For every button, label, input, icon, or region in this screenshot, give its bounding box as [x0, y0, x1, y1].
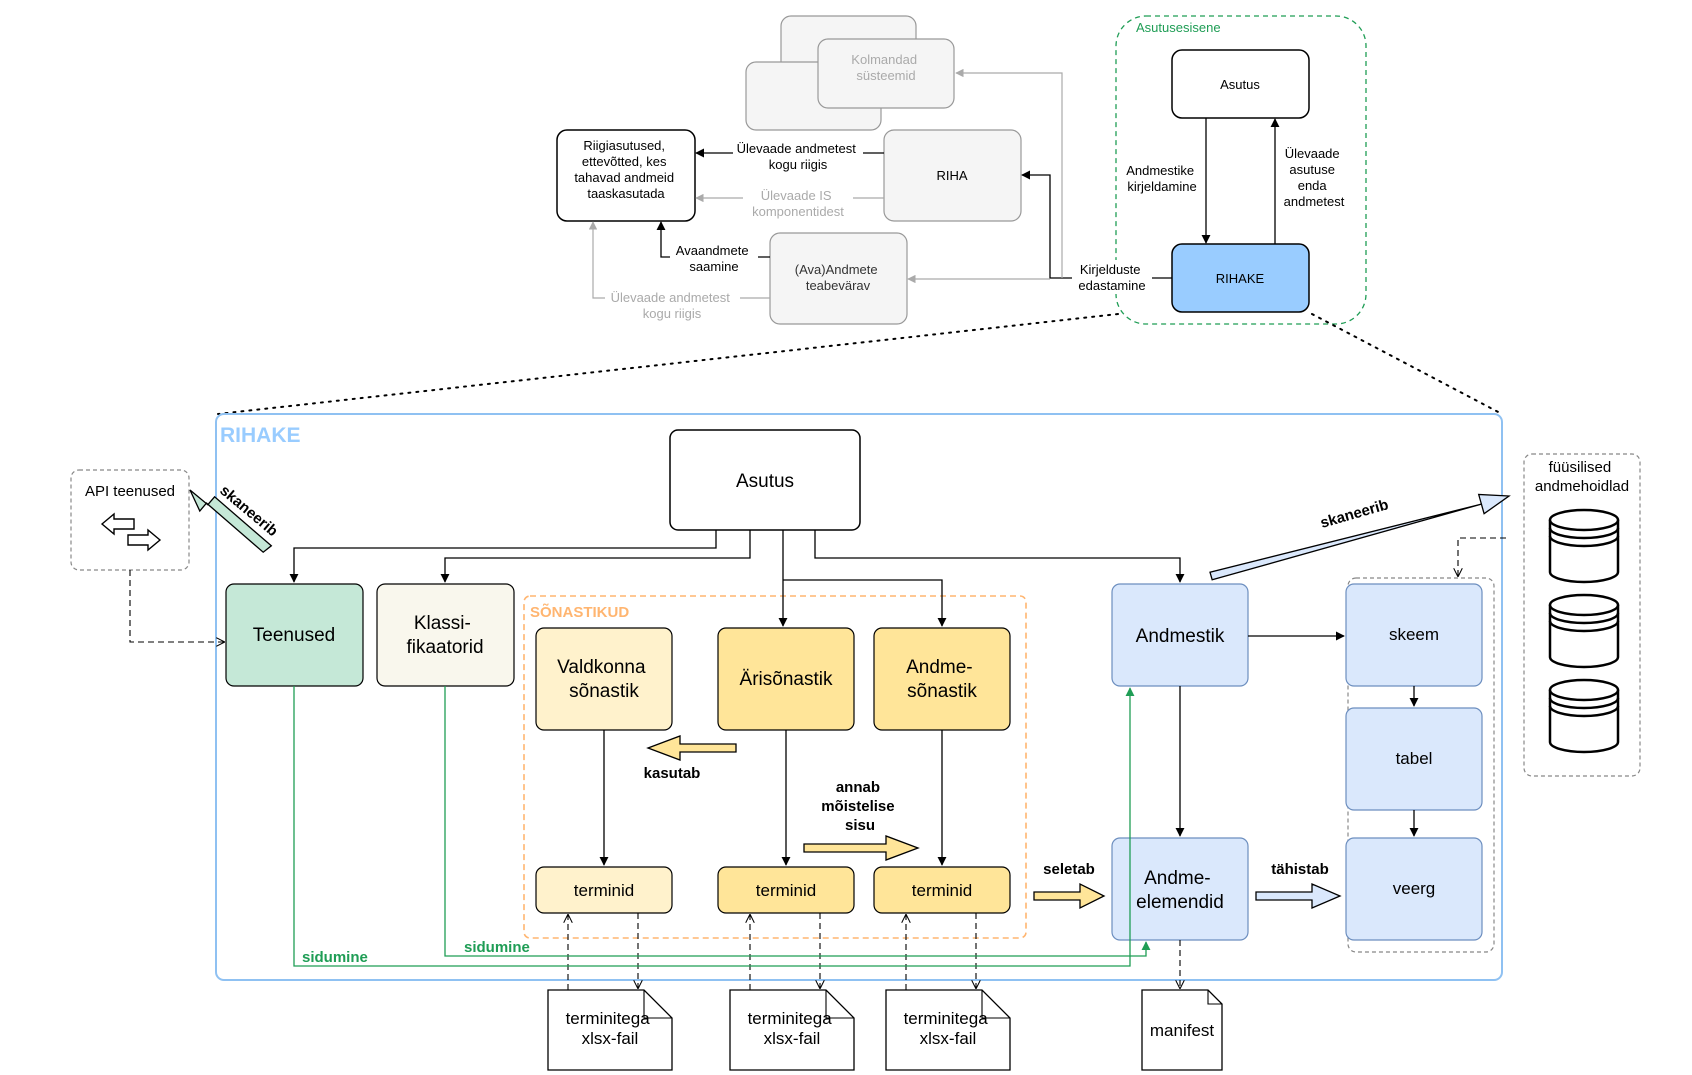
- svg-text:terminitega xlsx-fail: terminitega xlsx-fail: [904, 1009, 993, 1048]
- svg-text:Andmestike kirjeldamine: Andmestike kirjeldamine: [1126, 163, 1198, 194]
- svg-text:Andme- sõnastik: Andme- sõnastik: [906, 657, 978, 702]
- seletab-label: seletab: [1043, 861, 1095, 878]
- teabevarav-box: (Ava)Andmete teabevärav: [769, 232, 908, 325]
- asutusesisene-label: Asutusesisene: [1136, 20, 1221, 35]
- database-icon: [1548, 593, 1620, 669]
- svg-text:terminitega xlsx-fail: terminitega xlsx-fail: [748, 1009, 837, 1048]
- manifest-file: manifest: [1141, 989, 1223, 1071]
- zoom-lines: [217, 313, 1503, 415]
- database-icon: [1548, 678, 1620, 754]
- asutus-top-label: Asutus: [1220, 77, 1260, 92]
- sidumine-label-1: sidumine: [302, 949, 368, 966]
- asutusesisene-container: Asutusesisene: [1115, 15, 1367, 325]
- terminid-label: terminid: [912, 881, 972, 900]
- asutus-main-box: Asutus: [669, 429, 861, 531]
- asutus-main-label: Asutus: [736, 471, 794, 492]
- svg-text:Ülevaade asutuse e: Ülevaade asutuse enda andmetest: [1284, 146, 1345, 209]
- dict-arrows: [599, 730, 947, 866]
- andmestik-label: Andmestik: [1136, 626, 1225, 647]
- svg-text:Riigiasutused, ettevõtte: Riigiasutused, ettevõtted, kes tahavad a…: [574, 138, 677, 201]
- svg-text:Kolmandad süsteemid: Kolmandad süsteemid: [851, 52, 920, 83]
- xlsx-file-1: terminitega xlsx-fail: [547, 989, 673, 1071]
- svg-text:Andme- elemendid: Andme- elemendid: [1136, 868, 1224, 913]
- skeem-label: skeem: [1389, 625, 1439, 644]
- arisonastik-label: Ärisõnastik: [740, 669, 833, 690]
- teenused-label: Teenused: [253, 625, 335, 646]
- asutus-top-box: Asutus: [1171, 49, 1310, 119]
- terminid-box-3: terminid: [873, 866, 1011, 914]
- riigiasutused-box: Riigiasutused, ettevõtted, kes tahavad a…: [556, 129, 696, 222]
- kolmandad-systeemid-stack: Kolmandad süsteemid: [745, 15, 955, 131]
- api-teenused-label: API teenused: [85, 483, 175, 500]
- valdkonna-sonastik-box: Valdkonna sõnastik: [535, 627, 673, 731]
- svg-text:füüsilised andmehoidlad: füüsilised andmehoidlad: [1535, 459, 1629, 495]
- andmeelemendid-box: Andme- elemendid: [1111, 837, 1249, 941]
- manifest-label: manifest: [1150, 1021, 1215, 1040]
- svg-text:(Ava)Andmete teabevärav: (Ava)Andmete teabevärav: [795, 262, 881, 293]
- terminid-box-1: terminid: [535, 866, 673, 914]
- arisonastik-box: Ärisõnastik: [717, 627, 855, 731]
- svg-text:Ülevaade andmetest kogu: Ülevaade andmetest kogu riigis: [737, 141, 860, 172]
- svg-text:Valdkonna sõnastik: Valdkonna sõnastik: [557, 657, 651, 702]
- sonastikud-label: SÕNASTIKUD: [530, 603, 629, 621]
- sidumine-label-2: sidumine: [464, 939, 530, 956]
- kolmandad-label-1: Kolmandad: [851, 52, 917, 67]
- veerg-box: veerg: [1345, 837, 1483, 941]
- skaneerib-right-label: skaneerib: [1318, 496, 1390, 532]
- svg-text:Ülevaade andmetest kogu: Ülevaade andmetest kogu riigis: [611, 290, 734, 321]
- dashed-connectors: [129, 537, 1506, 990]
- xlsx-file-2: terminitega xlsx-fail: [729, 989, 855, 1071]
- andmesonastik-box: Andme- sõnastik: [873, 627, 1011, 731]
- rihake-title: RIHAKE: [220, 424, 301, 447]
- tabel-box: tabel: [1345, 707, 1483, 811]
- block-arrows: [189, 489, 1511, 910]
- riha-box: RIHA: [883, 129, 1022, 222]
- database-icon: [1548, 508, 1620, 584]
- svg-text:annab mõistelise s: annab mõistelise sisu: [821, 779, 899, 834]
- exchange-arrows-icon: [100, 512, 162, 552]
- kolmandad-label-2: süsteemid: [856, 68, 915, 83]
- kasutab-label: kasutab: [644, 765, 701, 782]
- rihake-container: RIHAKE: [215, 413, 1503, 981]
- terminid-label: terminid: [574, 881, 634, 900]
- rihake-top-box: RIHAKE: [1171, 243, 1310, 313]
- xlsx-file-3: terminitega xlsx-fail: [885, 989, 1011, 1071]
- svg-text:terminitega xlsx-fail: terminitega xlsx-fail: [566, 1009, 655, 1048]
- top-edge-labels: Ülevaade andmetest kogu riigis Ülevaade …: [605, 140, 1350, 322]
- klassifikaatorid-box: Klassi- fikaatorid: [376, 583, 515, 687]
- asutus-arrows: [289, 530, 1185, 627]
- tahistab-label: tähistab: [1271, 861, 1329, 878]
- svg-text:Avaandmete saamine: Avaandmete saamine: [676, 243, 752, 274]
- riha-label: RIHA: [936, 168, 967, 183]
- andmestik-box: Andmestik: [1111, 583, 1249, 687]
- andmestik-arrows: [1175, 631, 1419, 837]
- sidumine-lines: [293, 686, 1151, 967]
- terminid-box-2: terminid: [717, 866, 855, 914]
- teenused-box: Teenused: [225, 583, 364, 687]
- sonastikud-container: SÕNASTIKUD: [523, 595, 1027, 939]
- api-teenused-box: API teenused: [70, 469, 190, 571]
- svg-text:Kirjelduste edastamine: Kirjelduste edastamine: [1078, 262, 1145, 293]
- veerg-label: veerg: [1393, 879, 1436, 898]
- tabel-label: tabel: [1396, 749, 1433, 768]
- skeem-box: skeem: [1345, 583, 1483, 687]
- rihake-top-label: RIHAKE: [1216, 271, 1265, 286]
- svg-text:Ülevaade IS komponentide: Ülevaade IS komponentidest: [752, 188, 844, 219]
- svg-text:Klassi- fikaatorid: Klassi- fikaatorid: [406, 613, 483, 658]
- fuusilised-container: füüsilised andmehoidlad: [1523, 453, 1641, 777]
- terminid-label: terminid: [756, 881, 816, 900]
